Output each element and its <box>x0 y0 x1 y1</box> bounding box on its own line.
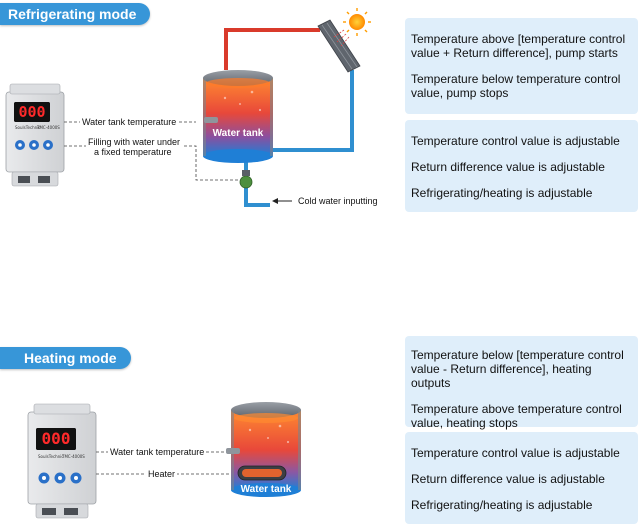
pump-icon <box>239 170 253 189</box>
info-line: Temperature below temperature control va… <box>411 72 621 100</box>
tank-label: Water tank <box>212 128 264 139</box>
heating-info-panel-bottom: Temperature control value is adjustable … <box>405 432 638 524</box>
sun-icon <box>333 8 371 47</box>
heater-element <box>237 465 287 481</box>
refrigerating-info-panel-bottom: Temperature control value is adjustable … <box>405 120 638 212</box>
temperature-controller <box>5 83 65 187</box>
refrigerating-mode-title: Refrigerating mode <box>0 3 151 25</box>
heating-info-panel-top: Temperature below [temperature control v… <box>405 336 638 430</box>
controller-brand: SoulsTechnic <box>15 125 41 130</box>
controller-model: TMC-4000S <box>62 454 85 459</box>
info-line: Temperature below [temperature control v… <box>411 348 624 390</box>
water-tank <box>226 402 301 497</box>
info-line: Temperature above temperature control va… <box>411 402 622 430</box>
controller-display: 000 <box>36 428 76 450</box>
controller-display: 000 <box>14 102 50 122</box>
info-line: Return difference value is adjustable <box>411 472 605 486</box>
label-water-tank-temperature: Water tank temperature <box>108 447 207 457</box>
refrigerating-info-panel-top: Temperature above [temperature control v… <box>405 18 638 114</box>
info-line: Temperature control value is adjustable <box>411 446 620 460</box>
info-line: Refrigerating/heating is adjustable <box>411 186 593 200</box>
temperature-controller <box>27 403 97 519</box>
controller-brand: SoulsTechnic <box>38 454 64 459</box>
heating-mode-title: Heating mode <box>0 347 131 369</box>
tank-label: Water tank <box>240 484 292 495</box>
info-line: Temperature control value is adjustable <box>411 134 620 148</box>
label-water-tank-temperature: Water tank temperature <box>80 117 179 127</box>
label-cold-water-inputting: Cold water inputting <box>296 196 380 206</box>
label-filling-line1: Filling with water under <box>86 137 183 147</box>
info-line: Return difference value is adjustable <box>411 160 605 174</box>
info-line: Temperature above [temperature control v… <box>411 32 626 60</box>
info-line: Refrigerating/heating is adjustable <box>411 498 593 512</box>
water-tank <box>203 70 273 163</box>
controller-model: TMC-4000S <box>37 125 60 130</box>
heating-diagram <box>27 402 301 519</box>
label-heater: Heater <box>146 469 178 479</box>
label-filling-line2: a fixed temperature <box>92 147 174 157</box>
refrigerating-diagram <box>5 8 371 207</box>
